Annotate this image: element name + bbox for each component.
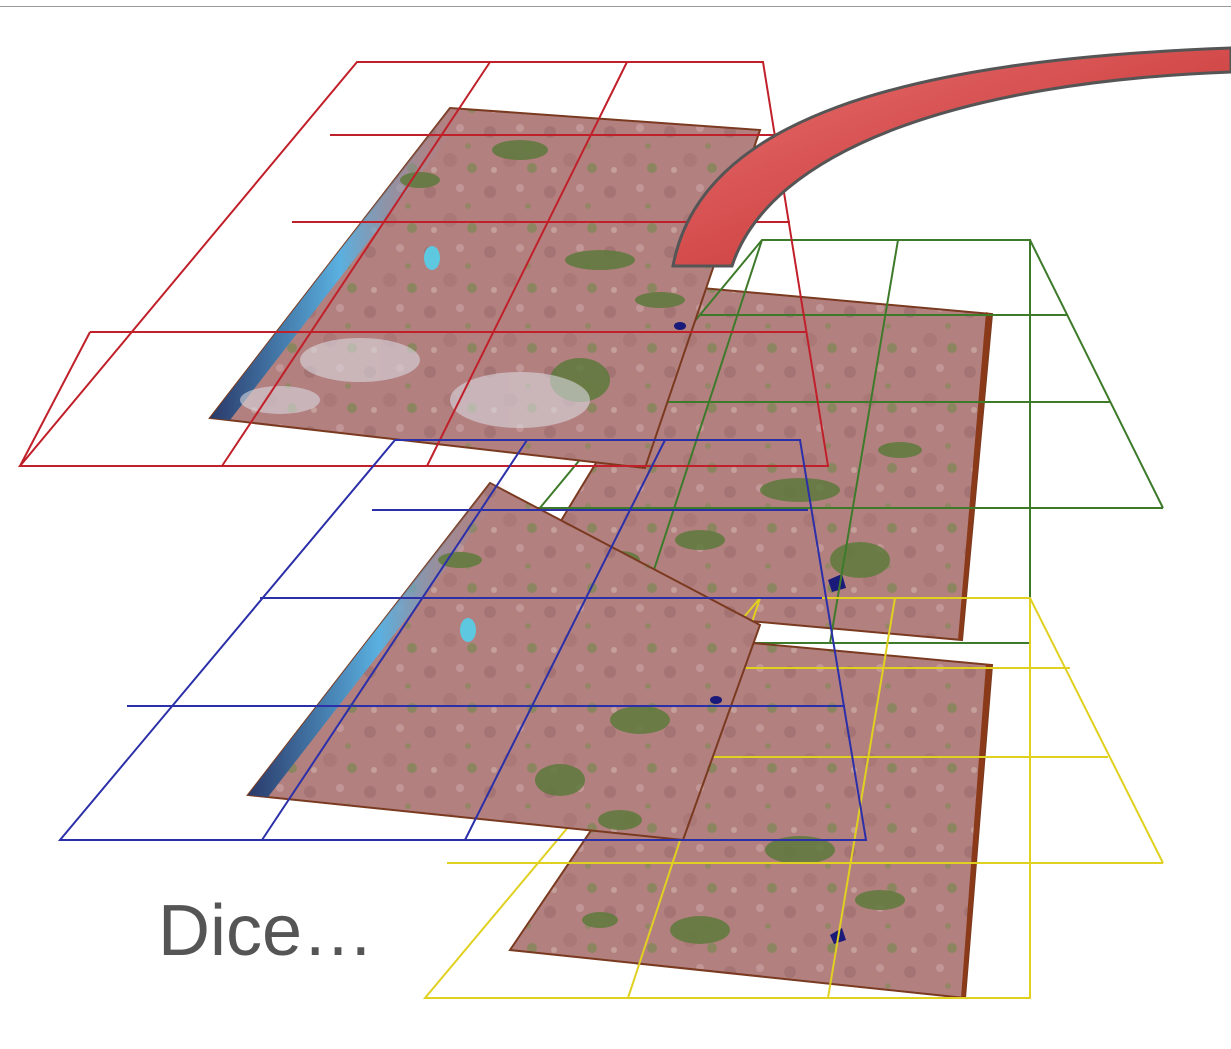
lake (460, 618, 476, 642)
curved-arrow-icon (671, 46, 1231, 268)
lake (424, 246, 440, 270)
grid-blue (57, 439, 868, 841)
image-edge-shadow (958, 312, 992, 640)
layer-red (17, 61, 830, 470)
water-body (674, 322, 686, 330)
layer-blue (57, 439, 868, 842)
top-divider (0, 6, 1231, 7)
vegetation-patches (582, 836, 905, 944)
image-edge-highlight (210, 108, 470, 420)
cloud-cover (240, 338, 590, 428)
water-body (710, 696, 722, 704)
grid-red (17, 61, 830, 467)
image-edge-shadow (961, 664, 992, 998)
caption-title: Dice… (158, 891, 375, 971)
